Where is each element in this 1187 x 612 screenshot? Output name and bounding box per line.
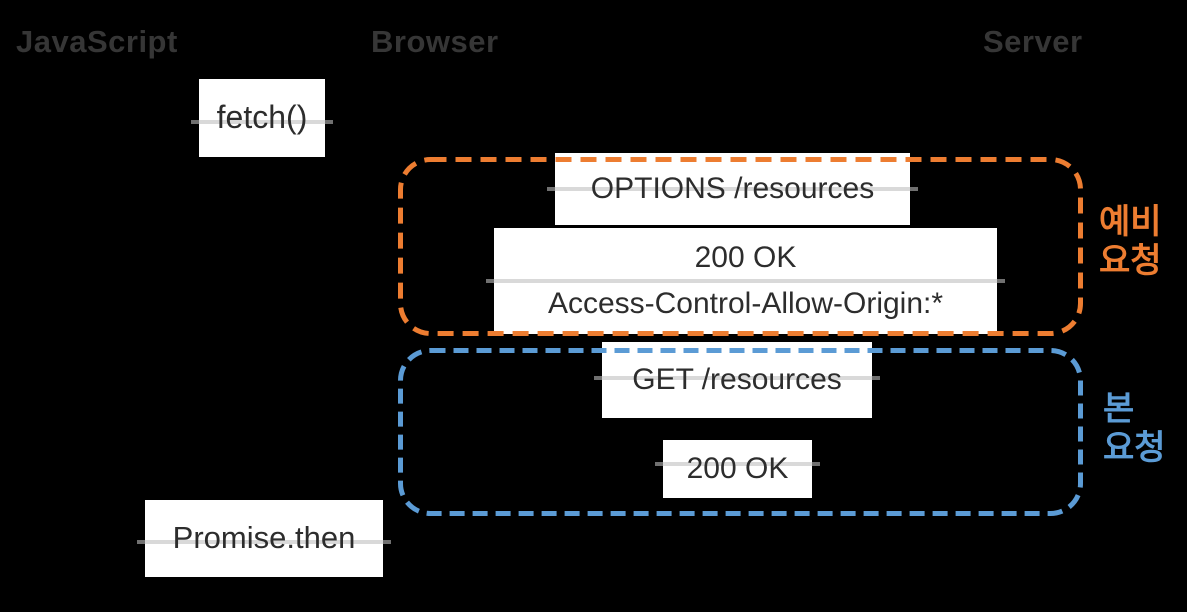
main-request-label-line1: 본 xyxy=(1103,390,1135,428)
connector-line xyxy=(199,119,325,124)
options-response-header: Access-Control-Allow-Origin:* xyxy=(547,287,944,320)
lane-header-browser: Browser xyxy=(371,24,499,59)
preflight-label-line2: 요청 xyxy=(1099,242,1162,280)
main-request-label-line2: 요청 xyxy=(1103,429,1166,467)
lane-header-javascript: JavaScript xyxy=(16,24,178,59)
get-request-label: GET /resources xyxy=(632,362,842,396)
get-request-box: GET /resources xyxy=(594,342,880,418)
fetch-call-box: fetch() xyxy=(191,79,333,157)
lane-header-server: Server xyxy=(983,24,1083,59)
options-response-status: 200 OK xyxy=(694,240,797,274)
get-response-box: 200 OK xyxy=(655,440,820,498)
get-response-label: 200 OK xyxy=(686,451,789,485)
preflight-label-line1: 예비 xyxy=(1099,203,1162,241)
options-response-box: 200 OK Access-Control-Allow-Origin:* xyxy=(486,228,1005,334)
promise-then-box: Promise.then xyxy=(137,500,391,577)
connector-line xyxy=(145,540,383,545)
options-request-label: OPTIONS /resources xyxy=(590,171,875,205)
fetch-call-label: fetch() xyxy=(216,99,308,136)
options-request-box: OPTIONS /resources xyxy=(547,153,918,225)
main-request-label: 본 요청 xyxy=(1103,390,1166,468)
preflight-label: 예비 요청 xyxy=(1099,203,1162,281)
promise-then-label: Promise.then xyxy=(172,520,356,556)
